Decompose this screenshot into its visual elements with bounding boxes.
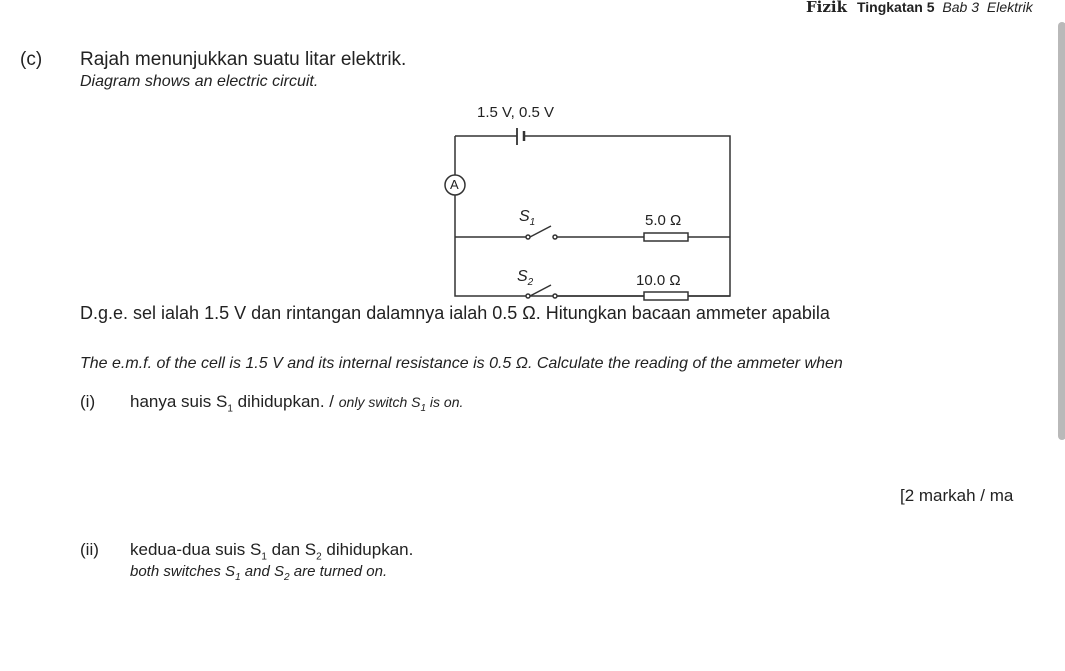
- r1-label: 5.0 Ω: [645, 212, 682, 229]
- intro-en: Diagram shows an electric circuit.: [80, 73, 319, 90]
- branch2-wire: [529, 284, 730, 297]
- form: Tingkatan 5: [856, 0, 935, 15]
- switch1-contact: [552, 234, 558, 240]
- switch2-label: S2: [517, 268, 534, 289]
- switch1-contact: [525, 234, 531, 240]
- switch1-label: S1: [519, 208, 536, 229]
- question-label: (c): [20, 49, 43, 70]
- circuit-wire: [454, 135, 731, 297]
- branch1-wire: [455, 225, 730, 238]
- part-ii-label: (ii): [80, 540, 99, 559]
- subject: Fizik: [806, 0, 847, 16]
- chapter: Bab 3: [942, 0, 979, 15]
- intro-ms: Rajah menunjukkan suatu litar elektrik.: [80, 49, 407, 70]
- switch2-contact: [552, 293, 558, 299]
- stem-ms: D.g.e. sel ialah 1.5 V dan rintangan dal…: [80, 303, 830, 323]
- resistor1: [643, 232, 689, 242]
- page-header: Fizik Tingkatan 5 Bab 3 Elektrik: [806, 0, 1033, 16]
- part-i-label: (i): [80, 392, 96, 411]
- r2-label: 10.0 Ω: [636, 272, 681, 289]
- part-ii-en: both switches S1 and S2 are turned on.: [130, 563, 388, 583]
- ammeter-icon: [444, 174, 466, 196]
- marks-label: [2 markah / ma: [900, 486, 1014, 505]
- ammeter-label: A: [450, 177, 459, 192]
- switch2-contact: [525, 293, 531, 299]
- part-ii-ms: kedua-dua suis S1 dan S2 dihidupkan.: [130, 540, 414, 563]
- stem-en: The e.m.f. of the cell is 1.5 V and its …: [80, 355, 843, 372]
- topic: Elektrik: [986, 0, 1033, 15]
- resistor2: [643, 291, 689, 301]
- scrollbar[interactable]: [1058, 22, 1065, 440]
- part-i-text: hanya suis S1 dihidupkan. / only switch …: [130, 392, 464, 415]
- cell-label: 1.5 V, 0.5 V: [477, 104, 555, 121]
